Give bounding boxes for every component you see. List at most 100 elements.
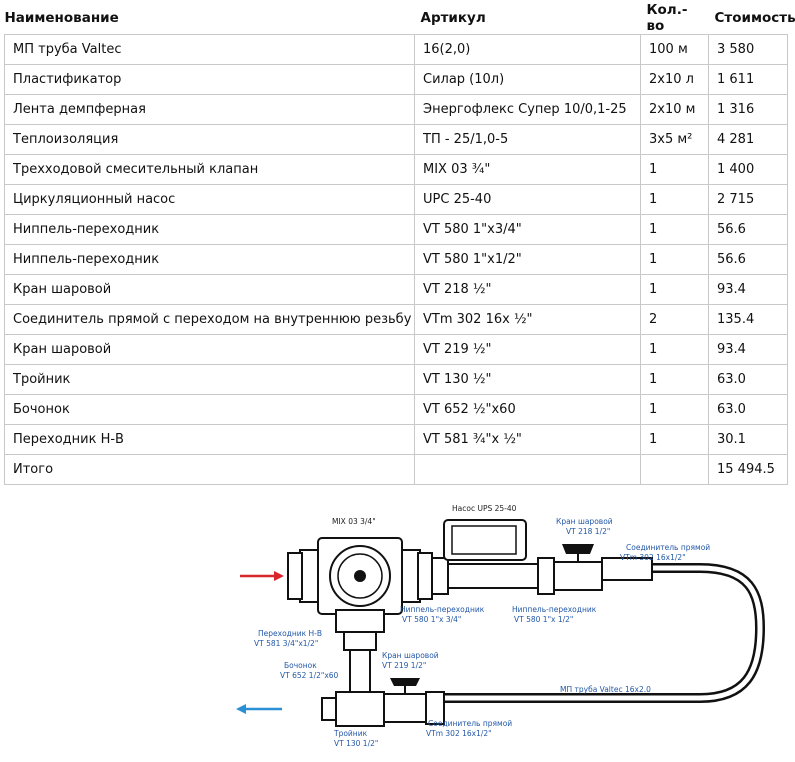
connector-1	[601, 557, 653, 581]
ball-valve-1	[553, 544, 603, 591]
cell-qty: 1	[640, 334, 709, 365]
label-pump: Насос UPS 25-40	[452, 504, 517, 513]
cell-article: VT 218 ½"	[414, 274, 641, 305]
cell-article: VT 581 ¾"x ½"	[414, 424, 641, 455]
label-mix: MIX 03 3/4"	[332, 517, 376, 526]
cell-name: МП труба Valtec	[4, 34, 415, 65]
piping-diagram: MIX 03 3/4" Насос UPS 25-40 Кран шаровой…	[230, 498, 790, 760]
cell-article: MIX 03 ¾"	[414, 154, 641, 185]
cell-cost: 93.4	[708, 274, 788, 305]
label-connector-2-title: Соединитель прямой	[428, 719, 512, 728]
label-tee-code: VT 130 1/2"	[334, 739, 378, 748]
label-ball-valve-2-title: Кран шаровой	[382, 651, 439, 660]
pump	[443, 519, 539, 589]
cell-qty: 2x10 л	[640, 64, 709, 95]
cell-name: Теплоизоляция	[4, 124, 415, 155]
label-adapter-code: VT 581 3/4"x1/2"	[254, 639, 318, 648]
label-connector-1-code: VTm 302 16x1/2"	[620, 553, 686, 562]
spec-table: Наименование Артикул Кол.-во Стоимость М…	[4, 2, 795, 485]
cell-article: Силар (10л)	[414, 64, 641, 95]
cell-name: Соединитель прямой с переходом на внутре…	[4, 304, 415, 335]
cell-name: Переходник Н-В	[4, 424, 415, 455]
cell-qty: 100 м	[640, 34, 709, 65]
cell-qty: 1	[640, 274, 709, 305]
connector-2	[425, 691, 445, 725]
label-adapter-title: Переходник Н-В	[258, 629, 322, 638]
cell-article	[414, 454, 641, 485]
cell-cost: 1 611	[708, 64, 788, 95]
cell-name: Итого	[4, 454, 415, 485]
cell-article: VT 219 ½"	[414, 334, 641, 365]
nipple-2	[537, 557, 555, 595]
col-header-article: Артикул	[420, 10, 486, 26]
label-nipple-1-title: Ниппель-переходник	[400, 605, 485, 614]
cell-qty: 1	[640, 214, 709, 245]
cell-name: Циркуляционный насос	[4, 184, 415, 215]
label-nipple-2-code: VT 580 1"x 1/2"	[514, 615, 573, 624]
cell-qty: 1	[640, 184, 709, 215]
cell-qty: 2x10 м	[640, 94, 709, 125]
label-connector-1-title: Соединитель прямой	[626, 543, 710, 552]
inlet-arrow	[240, 571, 284, 581]
cell-article: VT 130 ½"	[414, 364, 641, 395]
total-row: Итого 15 494.5	[4, 454, 788, 485]
col-header-qty: Кол.-во	[646, 2, 688, 34]
cell-qty: 1	[640, 364, 709, 395]
cell-name: Лента демпферная	[4, 94, 415, 125]
cell-cost: 15 494.5	[708, 454, 788, 485]
cell-cost: 30.1	[708, 424, 788, 455]
cell-cost: 56.6	[708, 214, 788, 245]
cell-name: Ниппель-переходник	[4, 244, 415, 275]
label-connector-2-code: VTm 302 16x1/2"	[426, 729, 492, 738]
cell-name: Ниппель-переходник	[4, 214, 415, 245]
cell-qty: 1	[640, 424, 709, 455]
cell-qty: 1	[640, 154, 709, 185]
cell-qty	[640, 454, 709, 485]
cell-name: Бочонок	[4, 394, 415, 425]
cell-cost: 63.0	[708, 364, 788, 395]
cell-article: 16(2,0)	[414, 34, 641, 65]
cell-qty: 1	[640, 394, 709, 425]
tee	[321, 691, 385, 727]
cell-article: ТП - 25/1,0-5	[414, 124, 641, 155]
label-pipe: МП труба Valtec 16x2.0	[560, 685, 651, 694]
cell-article: VT 652 ½"x60	[414, 394, 641, 425]
spec-table-container: Наименование Артикул Кол.-во Стоимость М…	[4, 2, 795, 485]
cell-qty: 1	[640, 244, 709, 275]
label-barrel-title: Бочонок	[284, 661, 317, 670]
cell-cost: 56.6	[708, 244, 788, 275]
label-ball-valve-1-code: VT 218 1/2"	[566, 527, 610, 536]
cell-cost: 3 580	[708, 34, 788, 65]
cell-cost: 63.0	[708, 394, 788, 425]
label-tee-title: Тройник	[333, 729, 368, 738]
cell-article: VT 580 1"x3/4"	[414, 214, 641, 245]
cell-name: Кран шаровой	[4, 274, 415, 305]
cell-qty: 3x5 м²	[640, 124, 709, 155]
nipple-1	[431, 557, 449, 595]
cell-name: Тройник	[4, 364, 415, 395]
col-header-name: Наименование	[4, 10, 119, 26]
cell-cost: 2 715	[708, 184, 788, 215]
label-nipple-2-title: Ниппель-переходник	[512, 605, 597, 614]
col-header-cost: Стоимость	[714, 10, 795, 26]
cell-cost: 1 400	[708, 154, 788, 185]
table-header-row: Наименование Артикул Кол.-во Стоимость	[4, 2, 795, 35]
cell-name: Трехходовой смесительный клапан	[4, 154, 415, 185]
cell-article: VTm 302 16x ½"	[414, 304, 641, 335]
table-row: Соединитель прямой с переходом на внутре…	[4, 304, 788, 335]
mixing-valve	[287, 537, 433, 633]
label-barrel-code: VT 652 1/2"x60	[280, 671, 339, 680]
